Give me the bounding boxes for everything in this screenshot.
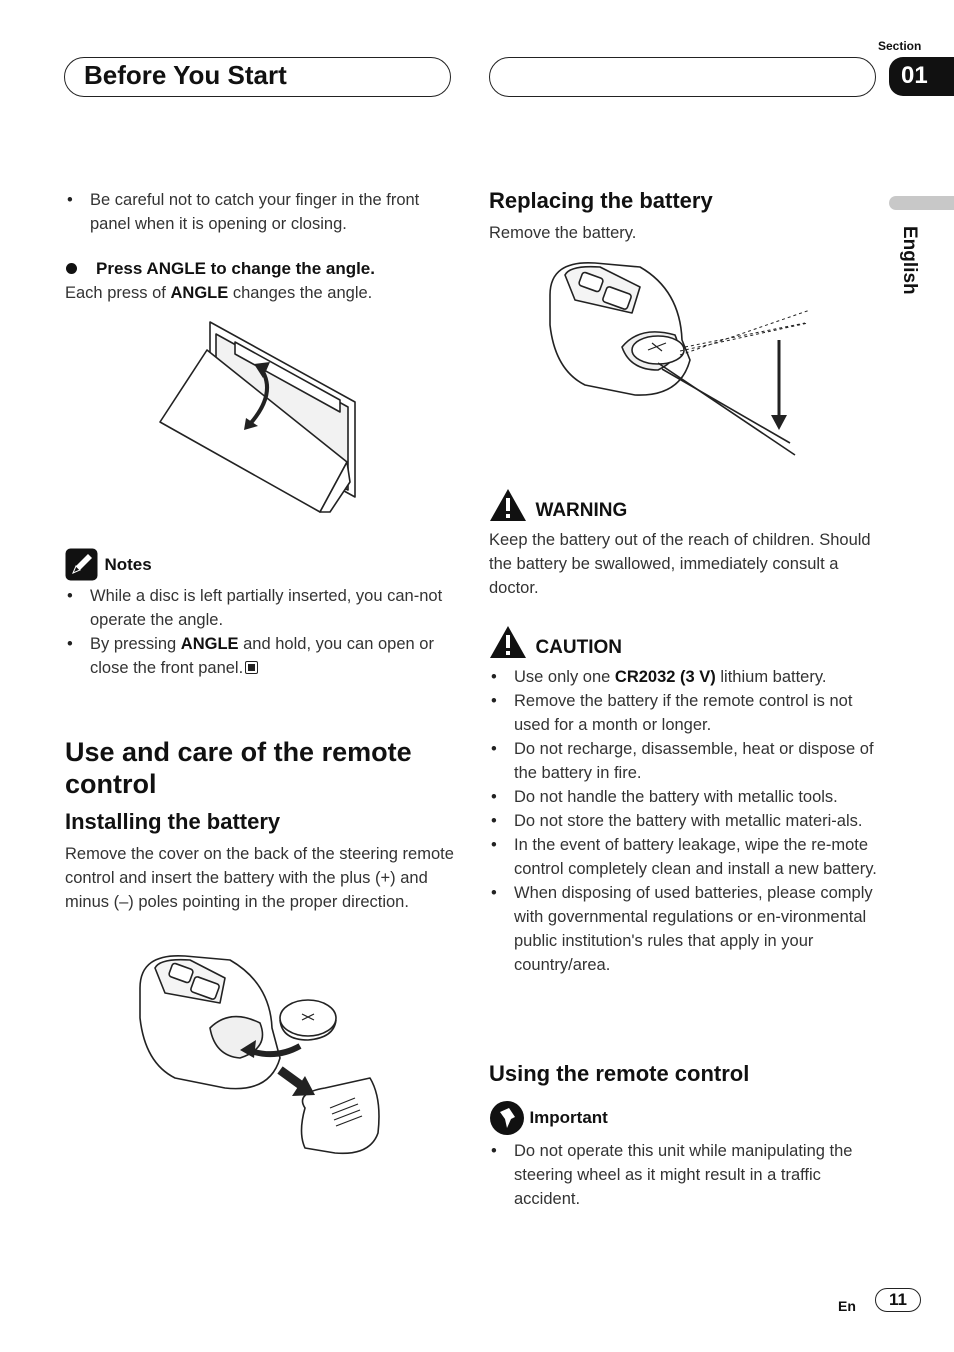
end-mark-icon bbox=[245, 661, 259, 674]
warning-header: WARNING bbox=[489, 488, 627, 522]
step-title: Press ANGLE to change the angle. bbox=[96, 259, 375, 278]
title-frame bbox=[64, 57, 451, 97]
step-dot-icon bbox=[66, 263, 77, 274]
battery-install-illustration bbox=[139, 955, 380, 1155]
list-item: Be careful not to catch your finger in t… bbox=[65, 188, 455, 236]
list-item: In the event of battery leakage, wipe th… bbox=[489, 833, 881, 881]
warning-icon bbox=[490, 489, 526, 521]
page-number-frame bbox=[875, 1288, 921, 1312]
list-item: Remove the battery if the remote control… bbox=[489, 689, 881, 737]
step-body: Each press of ANGLE changes the angle. bbox=[65, 284, 373, 302]
page-number: 11 bbox=[889, 1290, 907, 1309]
section-heading: Use and care of the remote control bbox=[65, 737, 412, 799]
battery-removal-illustration bbox=[549, 262, 811, 456]
list-item: While a disc is left partially inserted,… bbox=[65, 584, 455, 632]
using-heading: Using the remote control bbox=[489, 1061, 750, 1086]
page-title: Before You Start bbox=[84, 60, 287, 90]
section-label: Section bbox=[878, 39, 922, 53]
important-label: Important bbox=[529, 1108, 608, 1127]
list-item: Do not operate this unit while manipulat… bbox=[489, 1139, 881, 1211]
list-item: When disposing of used batteries, please… bbox=[489, 881, 881, 977]
replace-body: Remove the battery. bbox=[489, 224, 637, 242]
list-item: By pressing ANGLE and hold, you can open… bbox=[65, 632, 455, 680]
list-item: Use only one CR2032 (3 V) lithium batter… bbox=[489, 665, 881, 689]
important-icon bbox=[490, 1101, 524, 1135]
notes-label: Notes bbox=[104, 554, 152, 574]
front-panel-angle-illustration bbox=[159, 321, 356, 513]
angle-step: Press ANGLE to change the angle. Each pr… bbox=[65, 257, 455, 305]
caution-icon bbox=[490, 626, 526, 658]
notes-list: While a disc is left partially inserted,… bbox=[65, 584, 455, 680]
finger-warning-list: Be careful not to catch your finger in t… bbox=[65, 188, 455, 236]
section-number: 01 bbox=[889, 57, 954, 96]
blank-header-frame bbox=[489, 57, 876, 97]
caution-list: Use only one CR2032 (3 V) lithium batter… bbox=[489, 665, 881, 977]
warning-body: Keep the battery out of the reach of chi… bbox=[489, 531, 871, 597]
notes-header: Notes bbox=[65, 548, 152, 581]
language-tab bbox=[889, 196, 954, 210]
caution-label: CAUTION bbox=[535, 637, 623, 658]
footer-language-code: En bbox=[838, 1298, 856, 1314]
caution-header: CAUTION bbox=[489, 625, 622, 659]
warning-label: WARNING bbox=[535, 500, 628, 521]
language-label: English bbox=[899, 226, 920, 295]
list-item: Do not recharge, disassemble, heat or di… bbox=[489, 737, 881, 785]
notes-icon bbox=[65, 548, 98, 581]
replace-heading: Replacing the battery bbox=[489, 188, 713, 213]
important-list: Do not operate this unit while manipulat… bbox=[489, 1139, 881, 1211]
install-heading: Installing the battery bbox=[65, 809, 281, 834]
important-header: Important bbox=[489, 1100, 608, 1136]
list-item: Do not store the battery with metallic m… bbox=[489, 809, 881, 833]
list-item: Do not handle the battery with metallic … bbox=[489, 785, 881, 809]
install-body: Remove the cover on the back of the stee… bbox=[65, 845, 454, 911]
